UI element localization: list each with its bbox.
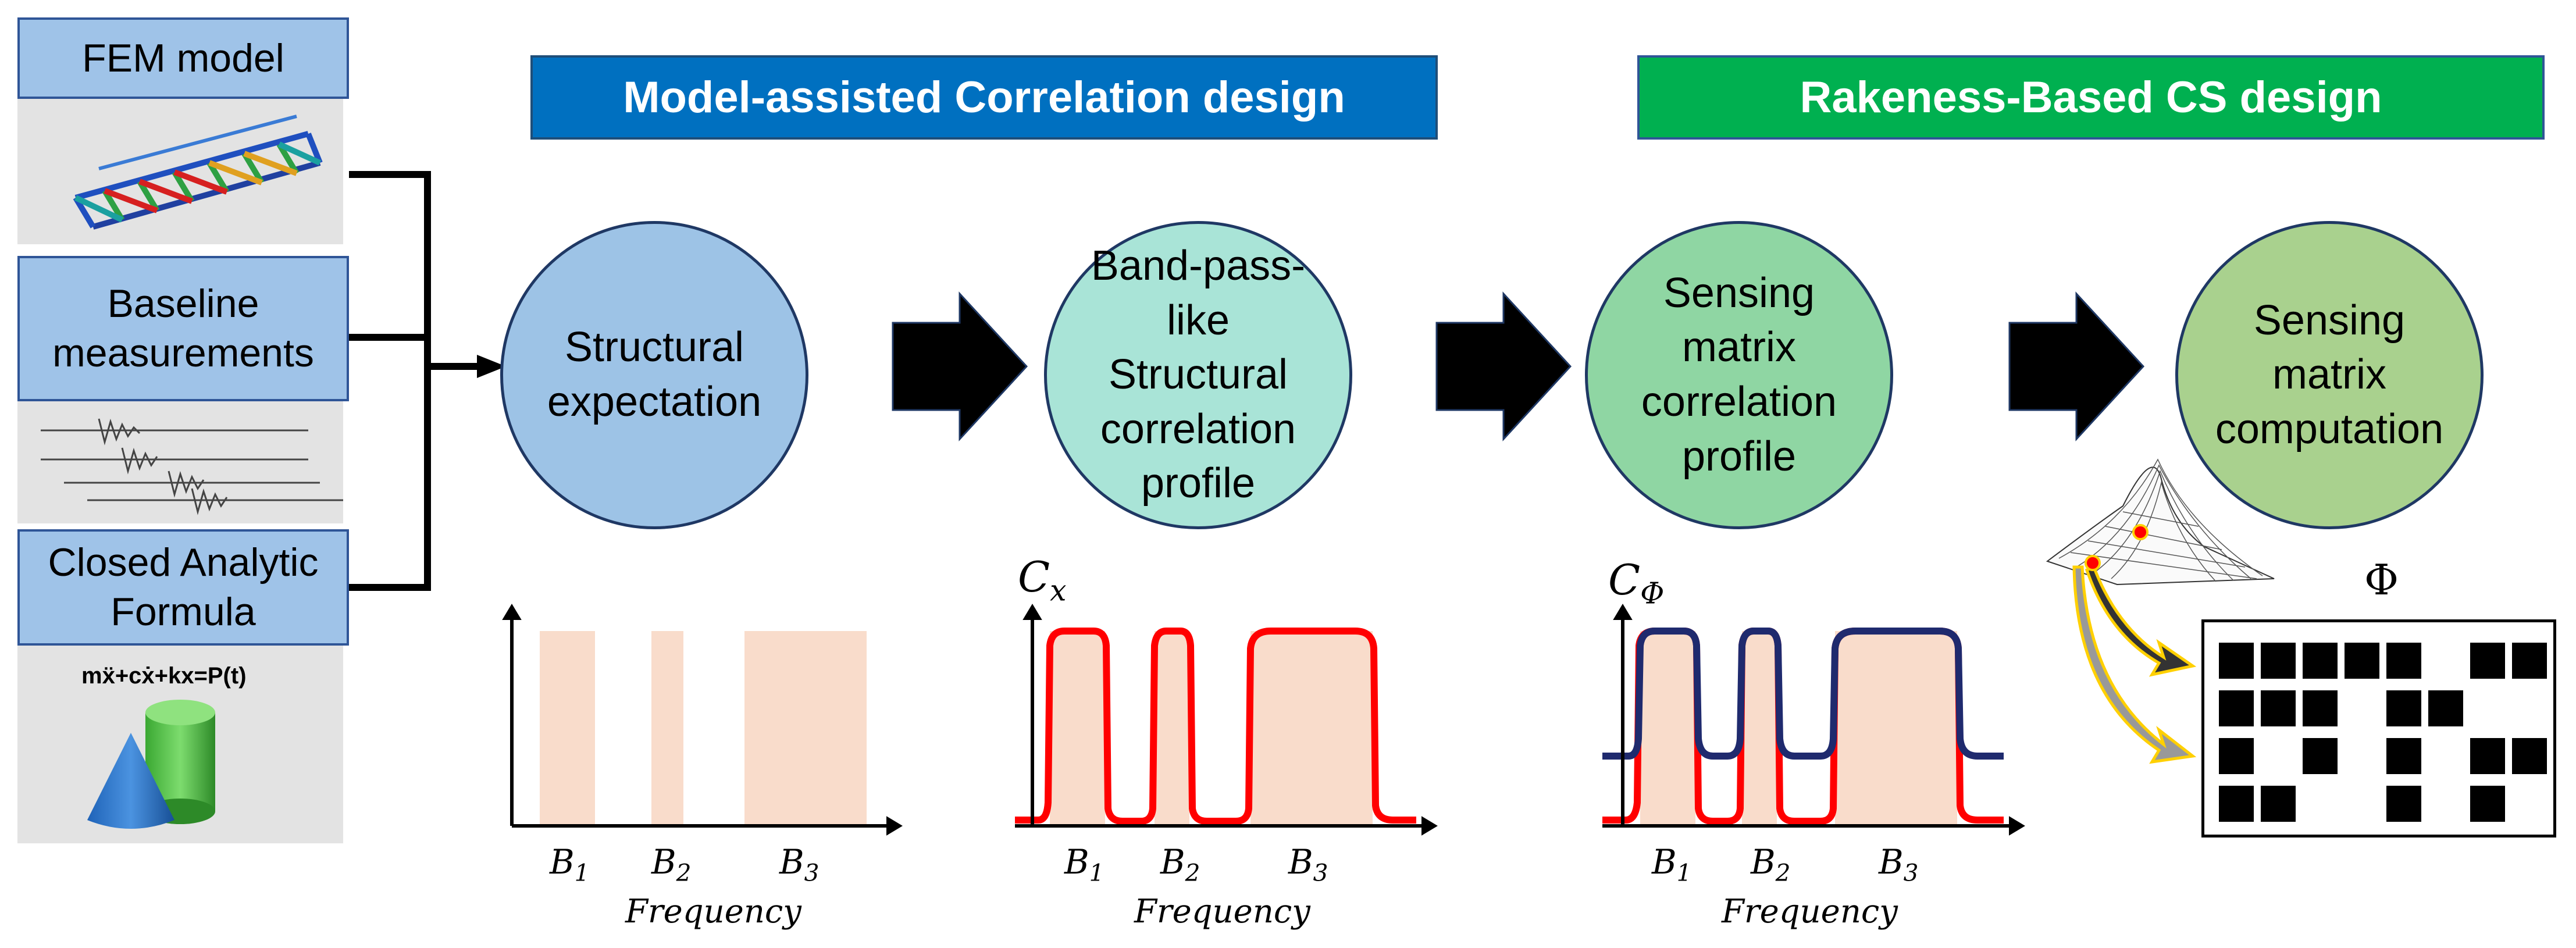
stage-sensing-computation: Sensing matrix computation [2175,221,2484,529]
closed-formula-label: Closed Analytic Formula [48,540,319,634]
matrix-cell [2303,738,2338,774]
matrix-cell [2219,786,2254,822]
plot2-band-1-label: B1 [1064,842,1104,887]
sample-point-2 [2132,524,2149,540]
fem-model-image-panel [17,99,343,244]
plot1-band-3-label: B3 [779,842,820,887]
stage-sensing-correlation: Sensing matrix correlation profile [1585,221,1893,529]
curved-arrow-upper [2085,565,2197,677]
rakeness-title: Rakeness-Based CS design [1800,73,2382,122]
matrix-cell [2386,643,2421,679]
stage-2-text: Band-pass-like Structural correlation pr… [1091,243,1306,507]
phi-label: Φ [2364,555,2399,604]
block-arrow-1 [892,291,1028,441]
formula-image-panel: mẍ+cẋ+kx=P(t) [17,646,343,843]
matrix-cell [2303,643,2338,679]
baseline-label: Baseline measurements [52,281,314,375]
plot2-band-2-label: B2 [1160,842,1200,887]
band-1-rect [540,631,595,826]
plot3-band-3-label: B3 [1879,842,1919,887]
curved-arrow-lower [2072,565,2197,764]
model-assisted-banner: Model-assisted Correlation design [530,55,1438,140]
gaussian-surface [2046,466,2275,586]
matrix-cell [2470,738,2505,774]
cone-cylinder-image [87,700,215,829]
matrix-cell [2219,690,2254,726]
matrix-cell [2386,786,2421,822]
baseline-box: Baseline measurements [17,256,349,401]
band-3-rect [744,631,867,826]
matrix-cell [2470,643,2505,679]
cphi-navy-curve [1602,628,2004,760]
stage-structural-correlation: Band-pass-like Structural correlation pr… [1044,221,1352,529]
band-2-rect [651,631,683,826]
equation-of-motion: mẍ+cẋ+kx=P(t) [81,663,247,689]
matrix-cell [2470,786,2505,822]
bracket-line [349,171,431,591]
plot3-xlabel: Frequency [1722,893,1898,931]
matrix-cell [2261,690,2296,726]
matrix-cell [2219,643,2254,679]
fem-model-box: FEM model [17,17,349,99]
sample-point-1 [2085,555,2101,571]
matrix-cell [2428,690,2463,726]
cphi-axis-label: CΦ [1608,555,1665,611]
fem-model-label: FEM model [82,35,284,80]
model-assisted-title: Model-assisted Correlation design [623,73,1345,122]
matrix-cell [2303,690,2338,726]
stage-1-text: Structural expectation [547,324,762,425]
matrix-cell [2512,738,2547,774]
rakeness-banner: Rakeness-Based CS design [1637,55,2545,140]
stage-3-text: Sensing matrix correlation profile [1641,269,1837,480]
matrix-cell [2512,643,2547,679]
baseline-image-panel [17,401,343,523]
closed-formula-box: Closed Analytic Formula [17,529,349,646]
stage-structural-expectation: Structural expectation [500,221,808,529]
matrix-cell [2386,690,2421,726]
cx-axis-label: Cx [1018,553,1067,608]
cx-curve [1015,628,1416,825]
plot1-band-2-label: B2 [651,842,692,887]
matrix-cell [2261,786,2296,822]
plot3-band-1-label: B1 [1652,842,1692,887]
truss-bridge-image [73,115,323,230]
plot1-band-1-label: B1 [550,842,590,887]
matrix-cell [2219,738,2254,774]
plot2-band-3-label: B3 [1288,842,1328,887]
plot1-xlabel: Frequency [625,893,801,931]
matrix-cell [2345,643,2379,679]
matrix-cell [2261,643,2296,679]
sensing-matrix-grid [2219,643,2547,822]
matrix-cell [2386,738,2421,774]
block-arrow-2 [1435,291,1572,441]
merge-arrowhead [477,355,506,378]
sensing-matrix-box [2201,619,2556,837]
stage-4-text: Sensing matrix computation [2215,297,2444,452]
plot2-xlabel: Frequency [1134,893,1310,931]
block-arrow-3 [2008,291,2145,441]
waveform-image [41,418,343,515]
plot3-band-2-label: B2 [1751,842,1791,887]
